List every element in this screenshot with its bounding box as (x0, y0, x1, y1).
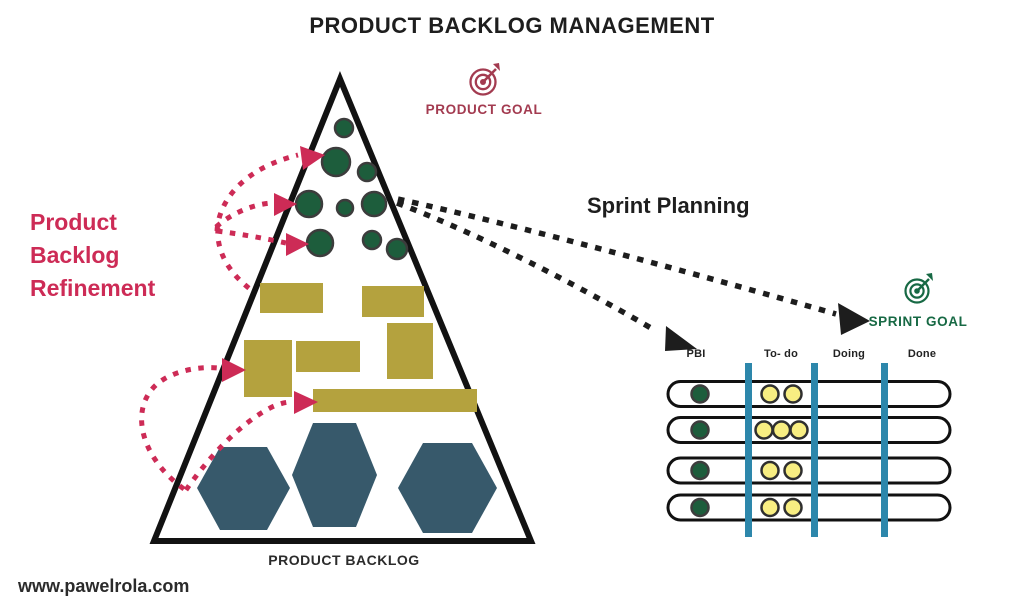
refinement-arrows-lower (139, 358, 318, 492)
todo-task-dot (754, 420, 774, 440)
olive-item-rect (313, 389, 477, 412)
teal-item-hexagon (398, 443, 497, 533)
pbi-dot (690, 497, 710, 518)
refinement-label-line: Backlog (30, 242, 120, 268)
watermark-url: www.pawelrola.com (18, 576, 190, 596)
sprint-planning-label: Sprint Planning (587, 193, 750, 218)
green-item-circle (360, 190, 388, 218)
teal-item-hexagon (197, 447, 290, 530)
olive-item-rect (244, 340, 292, 397)
todo-task-dot (783, 460, 803, 481)
olive-item-rect (362, 286, 424, 317)
sprint-goal-label: SPRINT GOAL (868, 314, 968, 329)
refinement-arrow-tail (215, 227, 256, 295)
green-item-circle (294, 189, 324, 219)
olive-item-rect (260, 283, 323, 313)
todo-task-dot (771, 420, 792, 440)
board-row-pill (666, 493, 952, 522)
green-item-circle (361, 229, 383, 251)
refinement-label-line: Refinement (30, 275, 156, 301)
green-item-circle (320, 146, 352, 178)
board-column-header-todo: To- do (764, 348, 798, 360)
pbi-dot (690, 460, 710, 481)
refinement-arrowhead (294, 391, 318, 414)
column-divider (881, 363, 888, 537)
column-divider (745, 363, 752, 537)
board-row-pill (666, 456, 952, 485)
todo-task-dot (783, 497, 803, 518)
page-title: PRODUCT BACKLOG MANAGEMENT (309, 13, 715, 38)
arrowhead-to-board (665, 326, 697, 351)
teal-item-hexagon (292, 423, 377, 527)
sprint-goal-target-icon (904, 273, 933, 304)
olive-item-rect (296, 341, 360, 372)
green-item-circle (356, 161, 378, 183)
refinement-arrowhead (300, 146, 325, 170)
refinement-arrow (214, 200, 273, 229)
product-goal-label: PRODUCT GOAL (425, 102, 543, 117)
board-row-pill (666, 416, 952, 444)
board-row-pill (666, 380, 952, 408)
board-column-header-doing: Doing (832, 348, 866, 360)
column-divider (811, 363, 818, 537)
green-item-circle (335, 198, 355, 218)
sprint-planning-arrows (396, 196, 870, 351)
product-backlog-label: PRODUCT BACKLOG (268, 552, 420, 568)
todo-task-dot (783, 384, 803, 404)
refinement-arrowhead (286, 233, 309, 256)
green-item-circle (305, 228, 335, 258)
refinement-label: Product Backlog Refinement (30, 206, 155, 305)
refinement-arrows-upper (214, 146, 325, 295)
pyramid-teal-hexagons (197, 423, 497, 533)
pyramid-green-circles (294, 117, 409, 261)
todo-task-dot (789, 420, 809, 440)
board-column-header-pbi: PBI (686, 348, 706, 360)
pbi-dot (690, 384, 710, 404)
refinement-arrowhead (274, 193, 297, 216)
refinement-label-line: Product (30, 209, 117, 235)
todo-task-dot (760, 384, 780, 404)
pbi-dot (690, 420, 710, 440)
olive-item-rect (387, 323, 433, 379)
refinement-arrow (183, 399, 293, 492)
refinement-arrowhead (222, 358, 246, 382)
pyramid-olive-rectangles (244, 283, 477, 412)
green-item-circle (333, 117, 355, 139)
arrowhead-to-sprint-goal (838, 303, 870, 335)
board-column-header-done: Done (907, 348, 937, 360)
todo-task-dot (760, 497, 780, 518)
pyramid-triangle (149, 71, 536, 544)
green-item-circle (385, 237, 409, 261)
todo-task-dot (760, 460, 780, 481)
sprint-board (666, 380, 952, 522)
product-goal-target-icon (469, 63, 500, 96)
